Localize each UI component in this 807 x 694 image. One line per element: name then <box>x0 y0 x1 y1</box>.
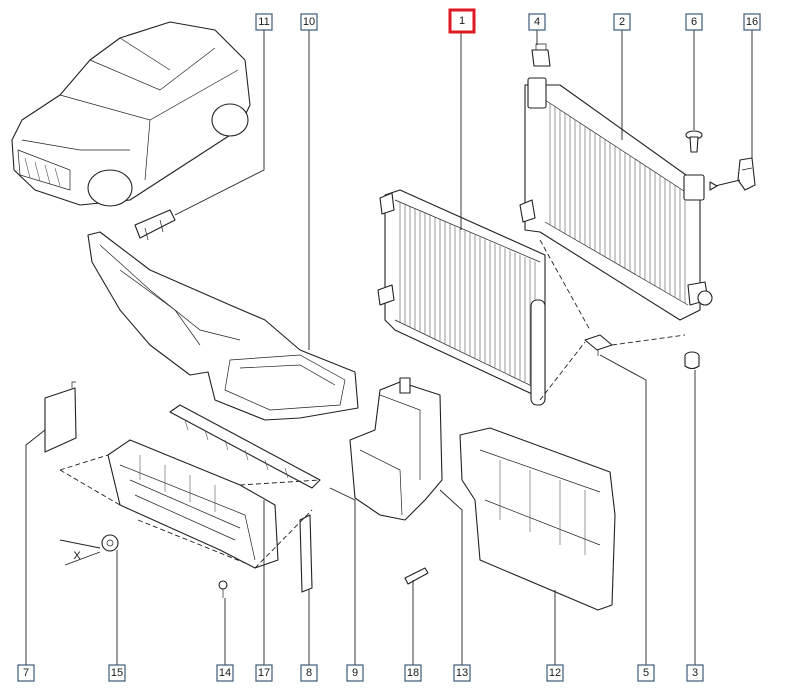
part-17-deflector-frame <box>107 439 279 569</box>
callout-16[interactable]: 16 <box>743 13 761 31</box>
part-6-clip <box>685 130 703 153</box>
callout-15-label: 15 <box>111 667 123 679</box>
callout-15[interactable]: 15 <box>108 664 126 682</box>
callout-5[interactable]: 5 <box>637 664 655 682</box>
leader-lines <box>25 30 753 665</box>
part-13-air-guide <box>349 377 443 521</box>
callout-17[interactable]: 17 <box>255 664 273 682</box>
callout-16-label: 16 <box>746 16 758 28</box>
part-15-nut <box>59 534 119 566</box>
callout-14[interactable]: 14 <box>216 664 234 682</box>
callout-18[interactable]: 18 <box>404 664 422 682</box>
part-3-grommet <box>684 351 700 370</box>
callout-5-label: 5 <box>643 667 649 679</box>
callout-7[interactable]: 7 <box>17 664 35 682</box>
callout-4[interactable]: 4 <box>528 13 546 31</box>
part-18-pin <box>404 567 429 585</box>
callout-17-label: 17 <box>258 667 270 679</box>
callout-6[interactable]: 6 <box>685 13 703 31</box>
part-11-bracket <box>134 209 176 241</box>
callout-13-label: 13 <box>456 667 468 679</box>
assembly-dashed-lines <box>59 239 686 569</box>
part-10-air-duct <box>87 231 359 421</box>
callout-3[interactable]: 3 <box>686 664 704 682</box>
callout-7-label: 7 <box>23 667 29 679</box>
callout-1-label: 1 <box>459 15 465 27</box>
part-14-bolt <box>218 580 228 598</box>
callout-8-label: 8 <box>306 667 312 679</box>
callout-4-label: 4 <box>534 16 540 28</box>
callout-2[interactable]: 2 <box>613 13 631 31</box>
part-8-bracket <box>299 514 313 593</box>
part-2-radiator <box>519 77 713 321</box>
callout-11-label: 11 <box>258 16 269 28</box>
callout-11[interactable]: 11 <box>255 13 273 31</box>
callout-10[interactable]: 10 <box>300 13 318 31</box>
callout-9[interactable]: 9 <box>346 664 364 682</box>
callout-12[interactable]: 12 <box>546 664 564 682</box>
part-1-condenser <box>377 189 546 406</box>
callout-8[interactable]: 8 <box>300 664 318 682</box>
callout-18-label: 18 <box>407 667 419 679</box>
part-5-mount <box>584 334 613 356</box>
callout-6-label: 6 <box>691 16 697 28</box>
callout-14-label: 14 <box>219 667 231 679</box>
part-16-bracket <box>709 157 756 191</box>
part-4-clip <box>531 43 551 67</box>
callout-13[interactable]: 13 <box>453 664 471 682</box>
part-7-pad <box>44 381 77 453</box>
callout-2-label: 2 <box>619 16 625 28</box>
vehicle-illustration <box>11 21 251 207</box>
part-12-front-panel <box>459 427 616 611</box>
callout-9-label: 9 <box>352 667 358 679</box>
callout-12-label: 12 <box>549 667 561 679</box>
screw-marker-label: X <box>73 550 81 562</box>
callout-1-selected[interactable]: 1 <box>448 8 476 34</box>
callout-10-label: 10 <box>303 16 315 28</box>
callout-3-label: 3 <box>692 667 698 679</box>
